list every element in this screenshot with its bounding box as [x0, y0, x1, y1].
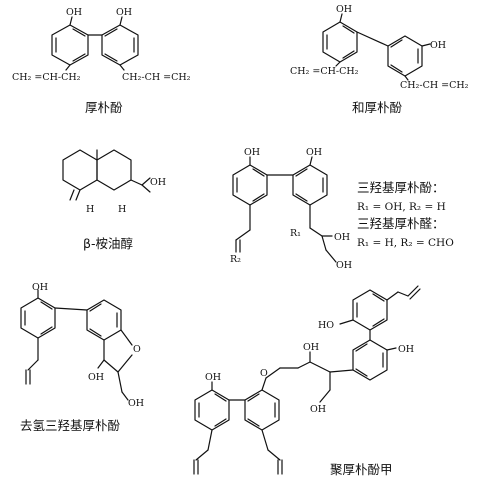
magnolol-name: 厚朴酚 — [85, 100, 123, 115]
poly-ether-o: O — [260, 368, 268, 379]
trihydroxy-oh-3: OH — [334, 232, 350, 243]
poly-ring-bottom-left — [194, 389, 230, 431]
magnolol-ring-left — [51, 24, 89, 66]
eudesmol-oh: OH — [150, 177, 166, 188]
trihydroxy-condition-2: R₁ = H, R₂ = CHO — [357, 237, 454, 249]
structure-dehydro-trihydroxy-magnolol: OH O OH OH 去氢三羟基厚朴酚 — [20, 282, 144, 433]
structure-trihydroxy-magnolol: OH OH R₁ R₂ OH OH 三羟基厚朴酚： R₁ = OH, R₂ = … — [230, 147, 454, 271]
structure-honokiol: OH OH CH₂ =CH-CH₂ CH₂-CH =CH₂ 和厚朴酚 — [290, 4, 469, 115]
trihydroxy-ring-left — [232, 164, 268, 206]
trihydroxy-ring-right — [292, 164, 328, 206]
magnolol-allyl-left: CH₂ =CH-CH₂ — [12, 72, 81, 83]
poly-oh-4: OH — [310, 404, 326, 415]
poly-ring-bottom-right — [244, 389, 280, 431]
trihydroxy-r1: R₁ — [290, 228, 301, 239]
honokiol-ring-left — [322, 21, 358, 63]
dehydro-oh-3: OH — [128, 398, 144, 409]
dehydro-oh-2: OH — [88, 372, 104, 383]
structure-magnolol: OH OH CH₂ =CH-CH₂ CH₂-CH =CH₂ 厚朴酚 — [12, 7, 191, 115]
structure-beta-eudesmol: H H OH β-桉油醇 — [62, 149, 166, 251]
magnolol-allyl-right: CH₂-CH =CH₂ — [122, 72, 191, 83]
poly-ring-top — [352, 289, 388, 331]
poly-ring-middle — [352, 339, 388, 381]
dehydro-o: O — [133, 344, 141, 355]
dehydro-oh-1: OH — [32, 282, 48, 293]
eudesmol-ring-right — [96, 149, 132, 191]
poly-oh-5: OH — [205, 372, 221, 383]
eudesmol-name: β-桉油醇 — [83, 236, 133, 251]
polymagnolol-name: 聚厚朴酚甲 — [330, 462, 393, 477]
honokiol-allyl-right: CH₂-CH =CH₂ — [400, 80, 469, 91]
trihydroxy-oh-1: OH — [244, 147, 260, 158]
trihydroxy-oh-4: OH — [336, 260, 352, 271]
trihydroxy-aldehyde-name: 三羟基厚朴醛： — [357, 216, 445, 231]
dehydro-name: 去氢三羟基厚朴酚 — [20, 418, 121, 433]
eudesmol-ring-left — [62, 149, 98, 191]
eudesmol-h-2: H — [118, 204, 126, 215]
honokiol-allyl-left: CH₂ =CH-CH₂ — [290, 66, 359, 77]
dehydro-ring-left — [20, 297, 56, 339]
eudesmol-h-1: H — [86, 204, 94, 215]
magnolol-oh-2: OH — [116, 7, 132, 18]
trihydroxy-condition-1: R₁ = OH, R₂ = H — [357, 201, 446, 213]
structure-polymagnolol-a: HO OH O OH OH OH 聚厚朴酚甲 — [193, 285, 421, 477]
poly-oh-3: OH — [303, 342, 319, 353]
trihydroxy-r2: R₂ — [230, 254, 241, 265]
poly-oh-2: OH — [398, 344, 414, 355]
honokiol-ring-right — [387, 35, 423, 77]
trihydroxy-magnolol-name: 三羟基厚朴酚： — [357, 180, 445, 195]
poly-oh-1: HO — [318, 320, 334, 331]
honokiol-oh-2: OH — [430, 40, 446, 51]
dehydro-ring-right — [86, 299, 122, 341]
honokiol-name: 和厚朴酚 — [352, 100, 403, 115]
magnolol-ring-right — [101, 24, 139, 66]
magnolol-oh-1: OH — [66, 7, 82, 18]
trihydroxy-oh-2: OH — [306, 147, 322, 158]
honokiol-oh-1: OH — [336, 4, 352, 15]
